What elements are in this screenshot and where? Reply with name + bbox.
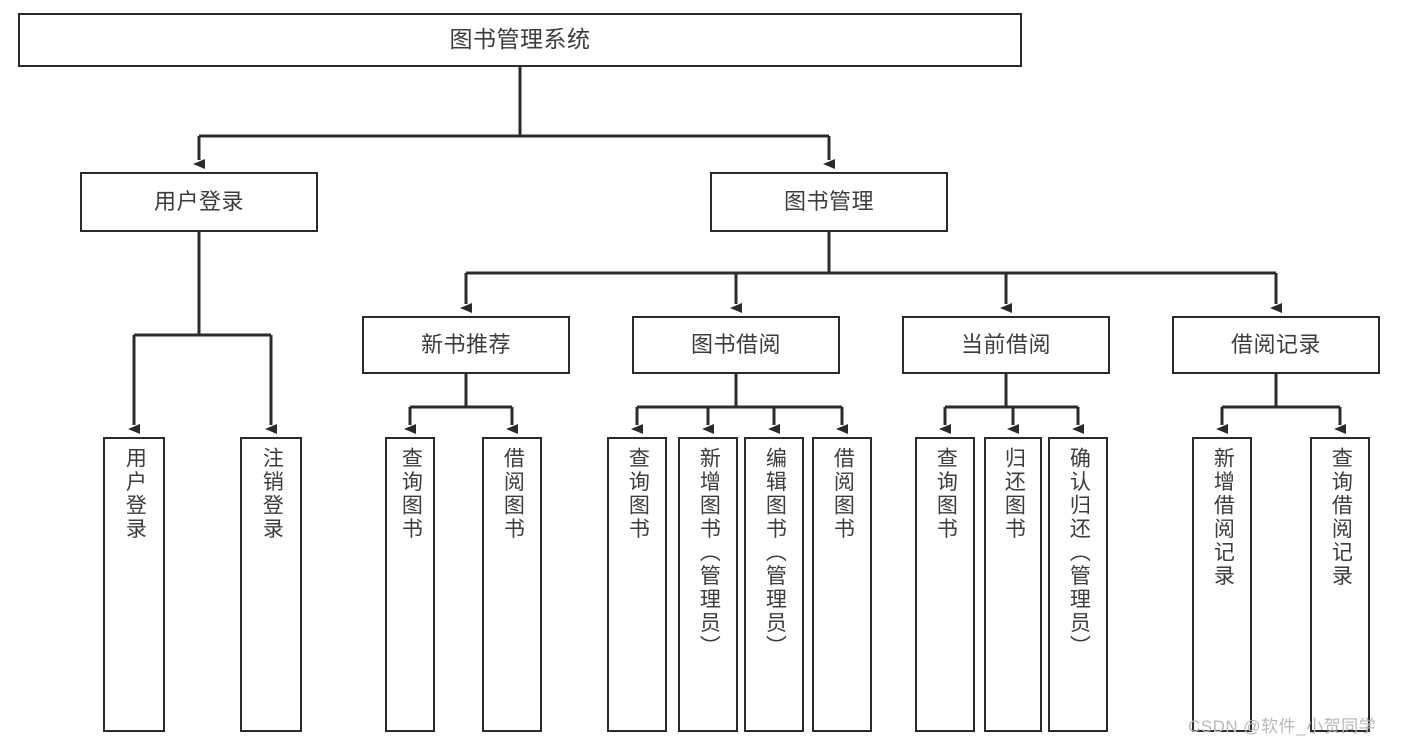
node-book-borrow-label: 图书借阅 [690,332,781,358]
node-new-book-rec-label: 新书推荐 [420,332,511,358]
node-borrow-record[interactable]: 借阅记录 [1172,316,1380,374]
node-leaf-borrow-book-label: 借阅图书 [831,447,855,541]
node-borrow-record-label: 借阅记录 [1230,332,1321,358]
node-leaf-borrow-book-rec[interactable]: 借阅图书 [482,437,542,732]
node-leaf-confirm-return[interactable]: 确认归还（管理员） [1048,437,1108,732]
node-leaf-user-logout[interactable]: 注销登录 [240,437,302,732]
node-current-borrow[interactable]: 当前借阅 [902,316,1110,374]
node-new-book-rec[interactable]: 新书推荐 [362,316,570,374]
node-book-manage[interactable]: 图书管理 [710,172,948,232]
node-leaf-query-record[interactable]: 查询借阅记录 [1310,437,1370,732]
node-leaf-query-book-borrow-label: 查询图书 [626,447,650,541]
node-leaf-borrow-book[interactable]: 借阅图书 [812,437,872,732]
node-leaf-confirm-return-label: 确认归还（管理员） [1067,447,1091,659]
node-leaf-query-record-label: 查询借阅记录 [1329,447,1353,588]
node-leaf-return-book-label: 归还图书 [1002,447,1026,541]
node-leaf-edit-book-label: 编辑图书（管理员） [763,447,787,659]
node-leaf-edit-book[interactable]: 编辑图书（管理员） [744,437,804,732]
node-book-manage-label: 图书管理 [783,189,874,215]
node-leaf-return-book[interactable]: 归还图书 [984,437,1042,732]
node-root-label: 图书管理系统 [449,26,591,53]
node-leaf-add-record[interactable]: 新增借阅记录 [1192,437,1252,732]
node-leaf-add-book[interactable]: 新增图书（管理员） [678,437,738,732]
csdn-watermark: CSDN @软件_小贺同学 [1188,717,1377,736]
node-leaf-borrow-book-rec-label: 借阅图书 [501,447,525,541]
node-leaf-query-book-current-label: 查询图书 [934,447,958,541]
node-leaf-query-book-current[interactable]: 查询图书 [915,437,975,732]
node-current-borrow-label: 当前借阅 [960,332,1051,358]
node-leaf-user-login-label: 用户登录 [123,447,147,541]
node-user-login-label: 用户登录 [153,189,244,215]
node-user-login[interactable]: 用户登录 [80,172,318,232]
node-leaf-add-book-label: 新增图书（管理员） [697,447,721,659]
node-leaf-user-logout-label: 注销登录 [260,447,284,541]
node-book-borrow[interactable]: 图书借阅 [632,316,840,374]
node-root[interactable]: 图书管理系统 [18,13,1022,67]
node-leaf-query-book-rec[interactable]: 查询图书 [385,437,435,732]
node-leaf-query-book-borrow[interactable]: 查询图书 [607,437,667,732]
node-leaf-query-book-rec-label: 查询图书 [399,447,423,541]
node-leaf-add-record-label: 新增借阅记录 [1211,447,1235,588]
node-leaf-user-login[interactable]: 用户登录 [103,437,165,732]
